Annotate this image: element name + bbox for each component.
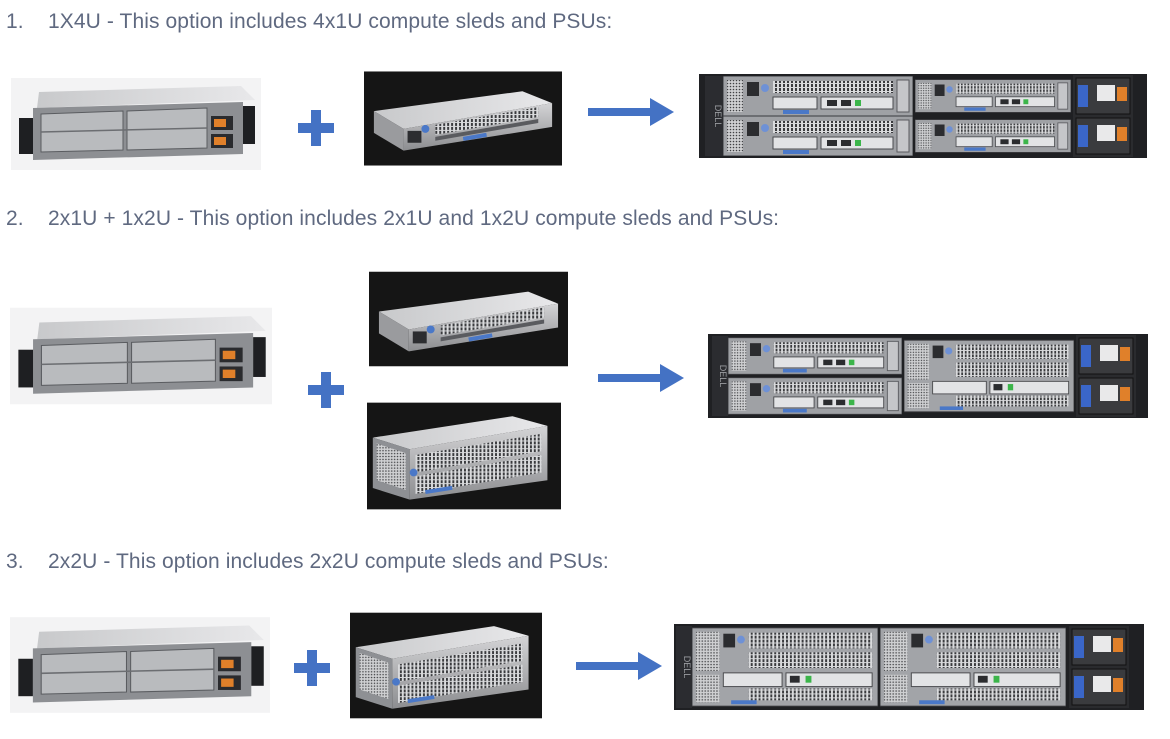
arrow-right-icon (598, 364, 684, 392)
option-1-heading: 1.1X4U - This option includes 4x1U compu… (6, 10, 612, 34)
empty-chassis-image (10, 78, 262, 170)
option-2-heading: 2.2x1U + 1x2U - This option includes 2x1… (6, 207, 779, 231)
compute-sled-1u-image (364, 71, 562, 166)
compute-sled-2u-image (367, 402, 561, 510)
option-text: 1X4U - This option includes 4x1U compute… (48, 10, 612, 33)
arrow-right-icon (588, 98, 674, 126)
dell-logo: DELL (682, 656, 692, 679)
empty-chassis-image (10, 307, 272, 405)
dell-logo: DELL (718, 365, 728, 388)
compute-sled-2u-image (350, 612, 542, 719)
arrow-right-icon (576, 652, 662, 680)
assembled-chassis-2x1u-1x2u-image: DELL (708, 334, 1148, 418)
plus-icon (294, 650, 330, 686)
plus-icon (308, 372, 344, 408)
assembled-chassis-2x2u-image: DELL (674, 624, 1144, 710)
option-3-heading: 3.2x2U - This option includes 2x2U compu… (6, 550, 609, 574)
option-number: 2. (6, 207, 48, 231)
option-text: 2x2U - This option includes 2x2U compute… (48, 550, 609, 573)
dell-logo: DELL (713, 105, 723, 128)
option-number: 1. (6, 10, 48, 34)
assembled-chassis-4x1u-image: DELL (699, 74, 1147, 158)
option-number: 3. (6, 550, 48, 574)
empty-chassis-image (10, 617, 270, 713)
plus-icon (298, 110, 334, 146)
compute-sled-1u-image (369, 271, 568, 367)
option-text: 2x1U + 1x2U - This option includes 2x1U … (48, 207, 779, 230)
